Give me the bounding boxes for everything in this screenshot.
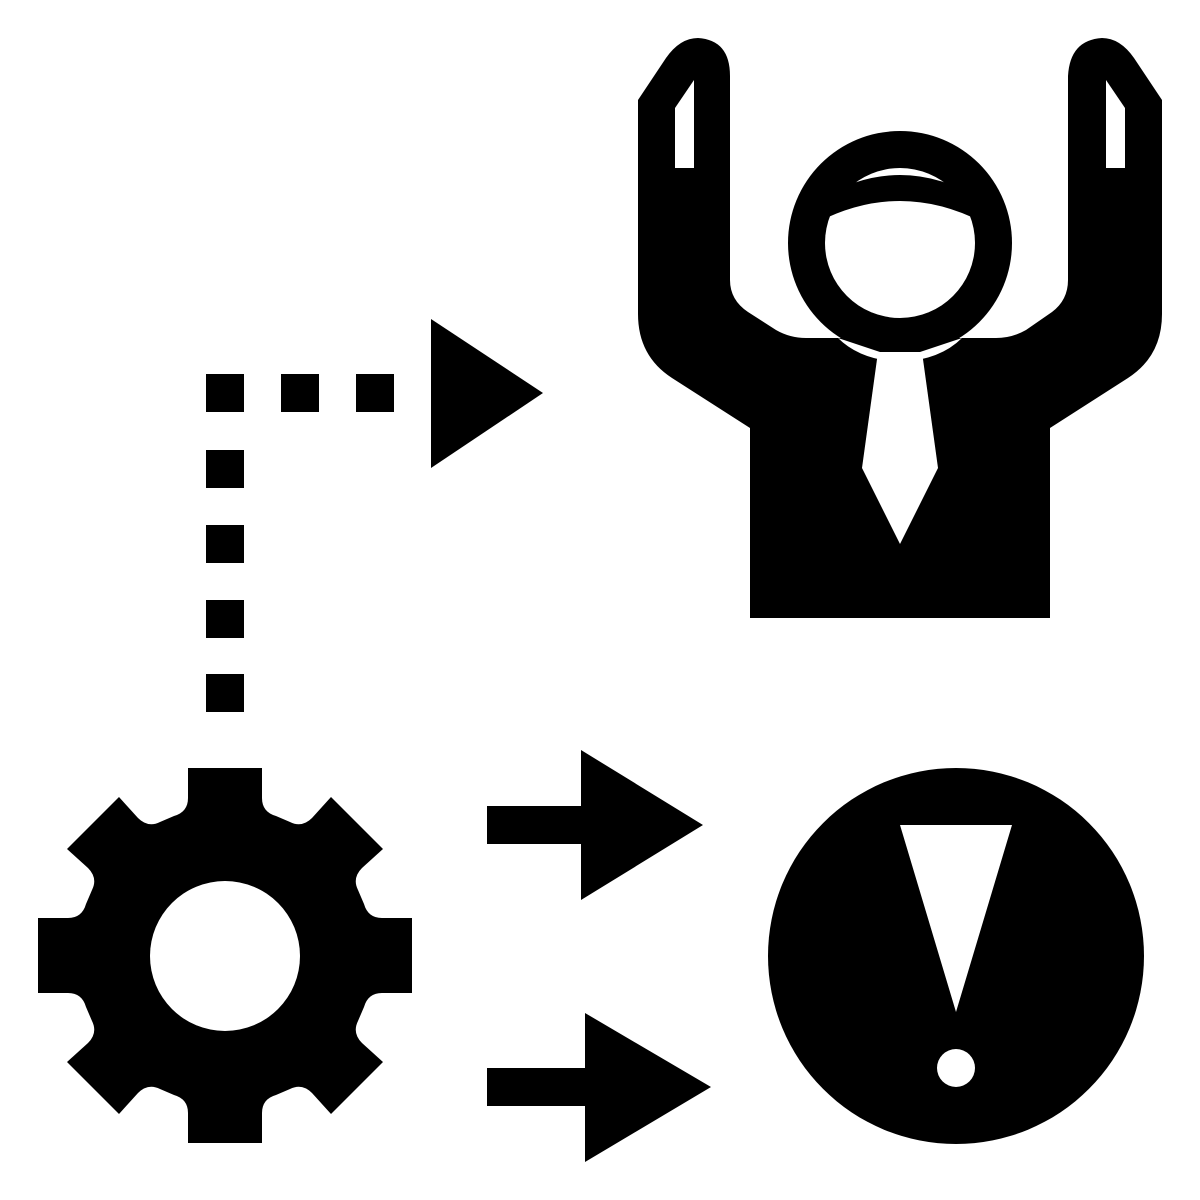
left-finger-highlight <box>675 80 694 168</box>
exclamation-circle-icon <box>768 768 1144 1144</box>
tie-shape <box>862 352 938 544</box>
path-dot <box>356 374 394 412</box>
exclamation-dot <box>937 1049 975 1087</box>
path-arrowhead <box>431 319 543 468</box>
path-dot <box>281 374 319 412</box>
collar-gap <box>838 338 962 362</box>
gear-hole <box>150 881 300 1031</box>
path-dot <box>206 600 244 638</box>
businessman-arms-raised-icon <box>638 38 1162 618</box>
path-dot <box>206 450 244 488</box>
arrow-top <box>487 750 703 900</box>
path-dot <box>206 374 244 412</box>
path-dot <box>206 674 244 712</box>
gear-icon <box>38 768 412 1143</box>
dotted-arrow-path-icon <box>206 319 543 712</box>
face <box>825 168 975 318</box>
exclamation-stroke <box>900 825 1012 1012</box>
left-arm-shape <box>638 38 1162 618</box>
right-arrow-icon <box>487 750 703 900</box>
right-arrow-icon <box>487 1013 711 1162</box>
right-finger-highlight <box>1106 80 1125 168</box>
hair-shape <box>818 175 982 222</box>
path-dot <box>206 525 244 563</box>
arrow-bottom <box>487 1013 711 1162</box>
